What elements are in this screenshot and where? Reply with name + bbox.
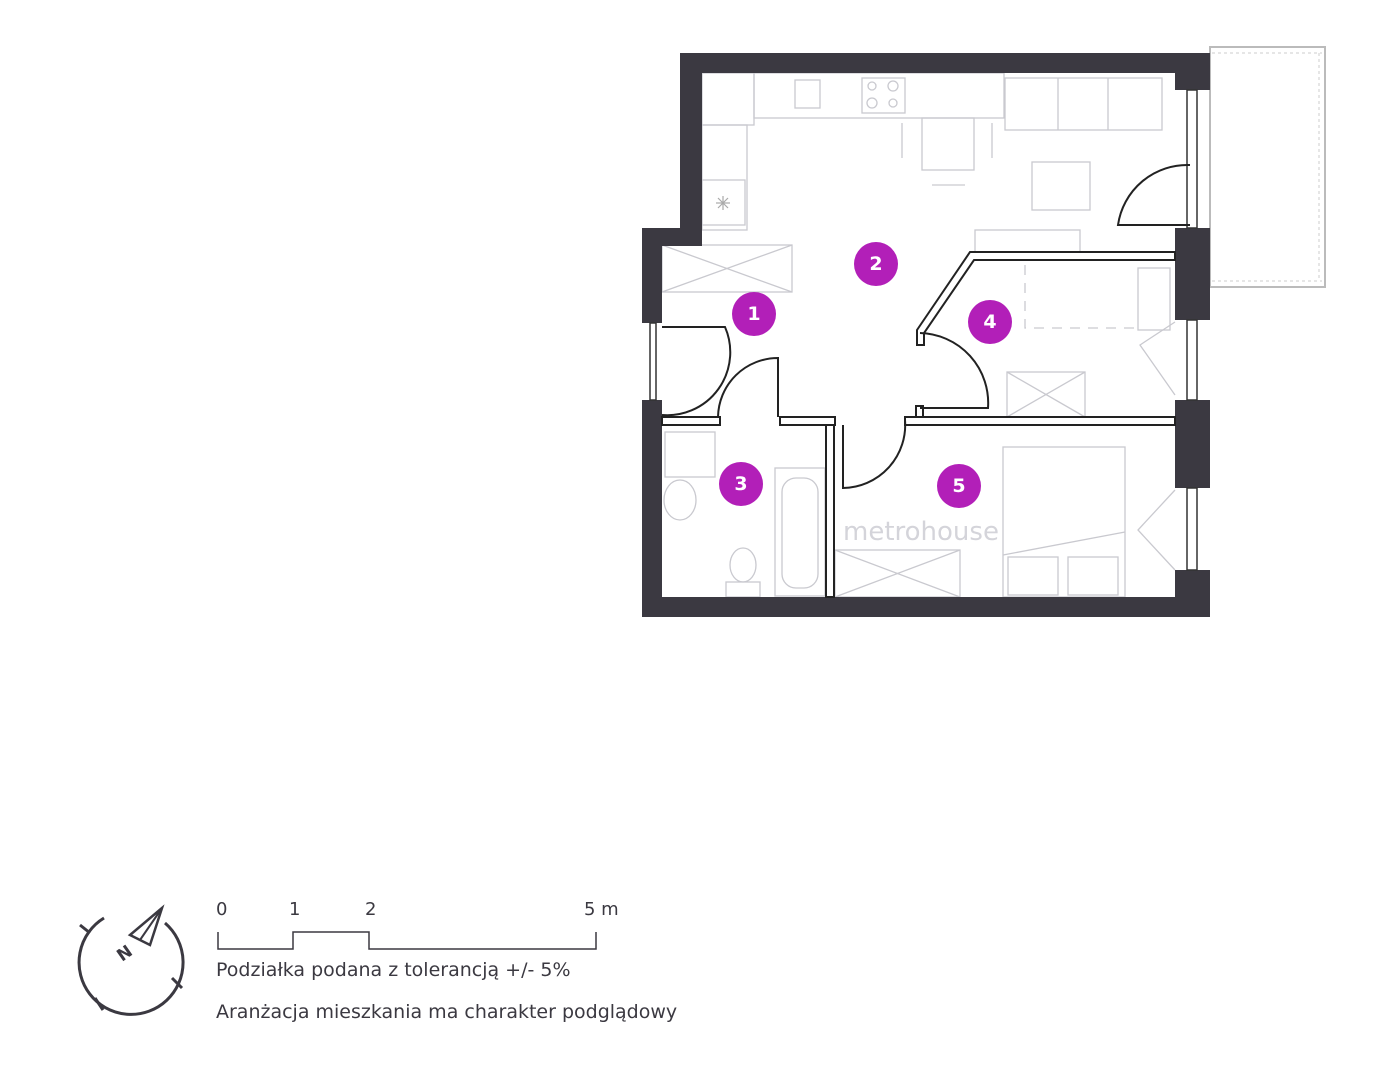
interior-walls [661,251,1176,598]
balcony [1209,46,1326,288]
extractor-fan-icon [716,196,730,210]
scale-tick-5: 5 m [584,899,619,920]
svg-text:3: 3 [734,473,747,495]
room-badge-3: 3 [719,462,763,506]
doors [661,163,1191,571]
room-badge-5: 5 [937,464,981,508]
scale-tick-0: 0 [216,899,228,920]
svg-text:4: 4 [983,311,996,333]
svg-text:5: 5 [952,475,965,497]
scale-tick-2: 2 [365,899,377,920]
room-badge-1: 1 [732,292,776,336]
exterior-walls [642,53,1210,617]
windows [649,89,1198,571]
compass-north-label: N [113,942,136,967]
compass-icon [77,904,185,1016]
room-badge-4: 4 [968,300,1012,344]
svg-text:2: 2 [869,253,882,275]
tolerance-note: Podziałka podana z tolerancją +/- 5% [216,959,571,981]
svg-text:1: 1 [747,303,760,325]
room-badge-2: 2 [854,242,898,286]
watermark: metrohouse [843,517,999,547]
scale-tick-1: 1 [289,899,301,920]
arrangement-disclaimer: Aranżacja mieszkania ma charakter podglą… [216,1001,678,1023]
scale-bar [217,931,597,950]
